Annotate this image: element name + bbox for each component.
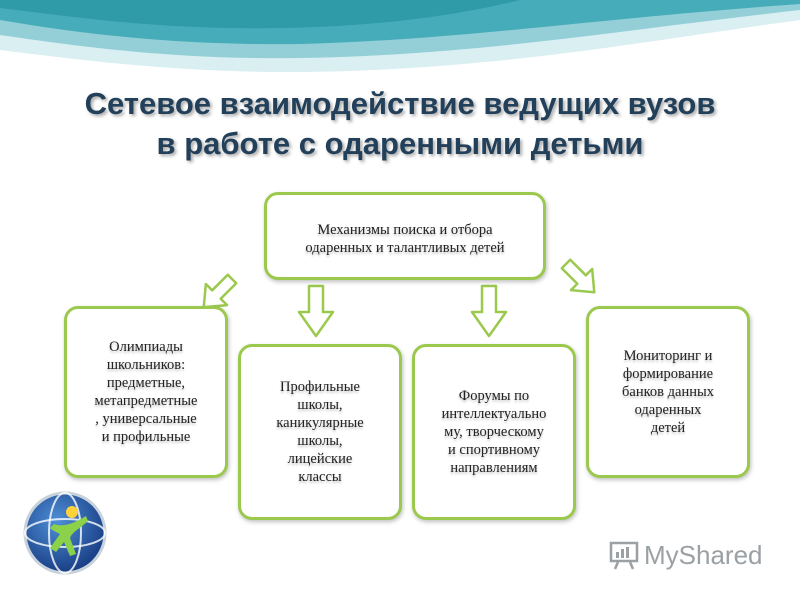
box-olympiads-line: метапредметные	[94, 393, 198, 409]
box-monitoring-line: одаренных	[634, 402, 702, 418]
page-title: Сетевое взаимодействие ведущих вузов в р…	[0, 84, 800, 164]
box-monitoring-line: Мониторинг и	[623, 348, 713, 364]
box-schools-line: школы,	[297, 433, 343, 449]
box-monitoring-line: детей	[650, 420, 686, 436]
box-monitoring: Мониторинг и формирование банков данных …	[586, 306, 750, 478]
title-line-1: Сетевое взаимодействие ведущих вузов	[84, 86, 716, 121]
box-forums-line: направлениям	[450, 460, 538, 476]
box-olympiads-line: и профильные	[101, 429, 191, 445]
box-schools-line: классы	[298, 469, 342, 485]
box-schools-line: лицейские	[287, 451, 353, 467]
box-schools-line: школы,	[297, 397, 343, 413]
box-forums-line: и спортивному	[448, 442, 540, 458]
presentation-board-icon	[609, 541, 639, 570]
arrow-to-olympiads	[202, 273, 238, 309]
box-olympiads: Олимпиады школьников: предметные, метапр…	[64, 306, 228, 478]
box-forums: Форумы по интеллектуально му, творческом…	[412, 344, 576, 520]
box-forums-line: Форумы по	[458, 388, 530, 404]
globe-logo-icon	[23, 491, 107, 575]
title-line-2: в работе с одаренными детьми	[156, 126, 644, 161]
box-monitoring-line: формирование	[622, 366, 714, 382]
box-forums-line: интеллектуально	[441, 406, 547, 422]
watermark-text: MyShared	[644, 539, 763, 570]
box-forums-line: му, творческому	[444, 424, 544, 440]
box-search-line-2: одаренных и талантливых детей	[305, 240, 505, 256]
box-search-line-1: Механизмы поиска и отбора	[317, 222, 493, 238]
box-schools-line: Профильные	[280, 379, 360, 395]
header-wave-decoration	[0, 0, 800, 73]
myshared-watermark: MyShared	[608, 538, 763, 572]
box-profile-schools: Профильные школы, каникулярные школы, ли…	[238, 344, 402, 520]
arrow-to-schools	[297, 284, 335, 338]
box-schools-line: каникулярные	[276, 415, 364, 431]
box-olympiads-line: , универсальные	[95, 411, 197, 427]
box-olympiads-line: предметные,	[106, 375, 186, 391]
arrow-to-monitoring	[560, 258, 596, 294]
box-monitoring-line: банков данных	[622, 384, 714, 400]
box-olympiads-line: Олимпиады	[109, 339, 183, 355]
arrow-to-forums	[470, 284, 508, 338]
box-search-mechanisms: Механизмы поиска и отбора одаренных и та…	[264, 192, 546, 280]
box-olympiads-line: школьников:	[106, 357, 186, 373]
